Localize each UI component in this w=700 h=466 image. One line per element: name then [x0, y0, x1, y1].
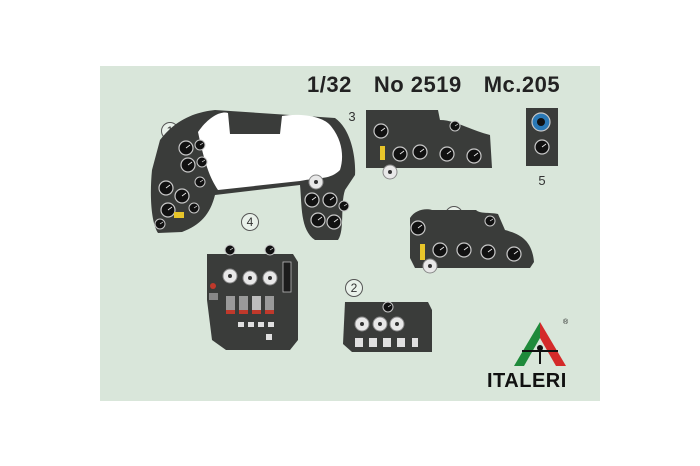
decal-2-switches: [355, 338, 418, 347]
decal-5-panel: [526, 108, 558, 166]
registered-mark: ®: [563, 319, 569, 326]
italeri-logo: [514, 322, 566, 366]
brand-name: ITALERI: [487, 370, 567, 392]
decal-2-panel-shape: [343, 302, 432, 352]
decal-3-white-cutout: [198, 112, 343, 190]
decal-6-panel: [410, 209, 534, 274]
decal-4-red-light: [210, 283, 216, 289]
decal-3-yellow-strip: [380, 146, 385, 160]
logo-red-stroke: [540, 322, 566, 366]
decal-4-lower-switches: [238, 322, 274, 340]
logo-plane-body: [539, 348, 541, 364]
decal-number-4: 4: [241, 213, 259, 231]
decal-number-2: 2: [345, 279, 363, 297]
decal-1-yellow-placard: [174, 212, 184, 218]
decal-2-panel: [343, 301, 432, 352]
decal-4-console: [207, 244, 298, 350]
model-name: Mc.205: [483, 72, 561, 97]
decal-3-upper-panel: [366, 110, 492, 180]
scale-label: 1/32: [307, 72, 352, 97]
decal-1-gauges: [154, 139, 350, 230]
decal-number-3: 3: [348, 109, 356, 124]
sheet-header: 1/32 No 2519 Mc.205: [307, 72, 560, 98]
decal-1-main-panel: [150, 110, 356, 240]
decal-6-yellow-strip: [420, 244, 425, 260]
decal-4-switch: [209, 293, 218, 300]
logo-green-stroke: [514, 322, 540, 366]
decal-number-5: 5: [538, 173, 546, 188]
kit-number: No 2519: [373, 72, 462, 97]
decal-4-switch-row: [226, 296, 274, 314]
decal-4-vertical-scale: [282, 261, 292, 293]
